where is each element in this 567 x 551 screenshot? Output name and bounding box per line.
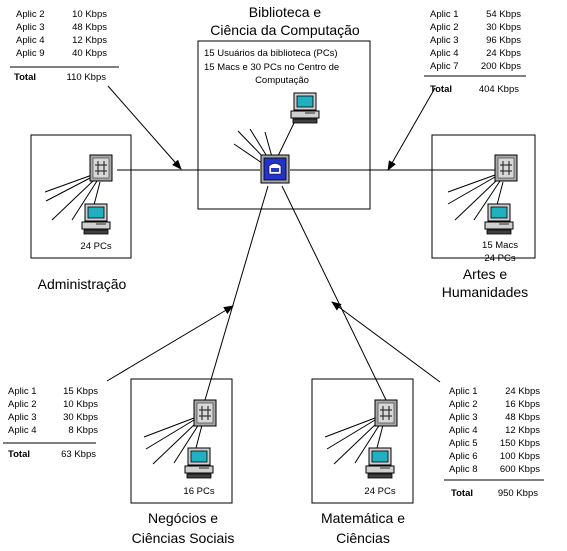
table-app: Aplic 5 [449, 438, 478, 449]
math-title-line1: Matemática e [321, 510, 405, 526]
table-rate: 8 Kbps [68, 425, 98, 436]
table-total-label: Total [451, 488, 473, 499]
arts-macs-label: 15 Macs [482, 240, 518, 251]
business-title-line2: Ciências Sociais [132, 530, 235, 546]
business-title-line1: Negócios e [148, 510, 218, 526]
table-app: Aplic 7 [430, 61, 459, 72]
math-box [311, 378, 414, 504]
admin-title: Administração [38, 276, 127, 292]
table-rate: 100 Kbps [500, 451, 540, 462]
table-total-label: Total [8, 449, 30, 460]
library-desc-line2: 15 Macs e 30 PCs no Centro de [204, 62, 339, 73]
table-app: Aplic 2 [430, 22, 459, 33]
arts-pcs-label: 24 PCs [484, 253, 515, 264]
library-box [197, 40, 371, 210]
table-rate: 24 Kbps [486, 48, 521, 59]
table-app: Aplic 1 [8, 386, 37, 397]
business-pcs-label: 16 PCs [183, 486, 214, 497]
admin-traffic-arrow [107, 85, 182, 170]
table-app: Aplic 2 [16, 9, 45, 20]
library-title-line1: Biblioteca e [249, 4, 322, 20]
table-rate: 96 Kbps [486, 35, 521, 46]
table-rate: 150 Kbps [500, 438, 540, 449]
admin-hub-icon [89, 154, 113, 182]
table-app: Aplic 8 [449, 464, 478, 475]
router-icon [260, 154, 290, 184]
table-app: Aplic 9 [16, 48, 45, 59]
table-app: Aplic 1 [449, 386, 478, 397]
math-link [281, 185, 387, 401]
table-app: Aplic 3 [16, 22, 45, 33]
arts-title-line2: Humanidades [442, 284, 528, 300]
table-app: Aplic 1 [430, 9, 459, 20]
business-box [130, 378, 233, 504]
table-rate: 48 Kbps [72, 22, 107, 33]
table-total-value: 404 Kbps [479, 84, 519, 95]
table-app: Aplic 2 [8, 399, 37, 410]
table-app: Aplic 2 [449, 399, 478, 410]
arts-box [431, 134, 536, 259]
library-desc-line1: 15 Usuários da biblioteca (PCs) [204, 48, 338, 59]
math-pcs-label: 24 PCs [364, 486, 395, 497]
admin-app-table: Aplic 2 10 Kbps Aplic 3 48 Kbps Aplic 4 … [10, 9, 119, 83]
table-app: Aplic 4 [449, 425, 478, 436]
table-app: Aplic 4 [430, 48, 459, 59]
admin-pc-icon [81, 203, 111, 235]
table-rate: 12 Kbps [72, 35, 107, 46]
table-rate: 40 Kbps [72, 48, 107, 59]
table-rate: 48 Kbps [505, 412, 540, 423]
business-pc-icon [184, 447, 214, 479]
business-hub-icon [193, 399, 217, 427]
table-rate: 54 Kbps [486, 9, 521, 20]
table-total-label: Total [14, 72, 36, 83]
library-title-line2: Ciência da Computação [210, 22, 360, 38]
math-app-table: Aplic 1 24 Kbps Aplic 2 16 Kbps Aplic 3 … [444, 386, 544, 499]
arts-traffic-arrow [387, 87, 436, 171]
table-total-value: 63 Kbps [61, 449, 96, 460]
library-pc-icon [290, 92, 320, 124]
table-rate: 30 Kbps [63, 412, 98, 423]
business-app-table: Aplic 1 15 Kbps Aplic 2 10 Kbps Aplic 3 … [3, 386, 98, 460]
table-app: Aplic 6 [449, 451, 478, 462]
business-link [204, 185, 269, 401]
admin-pcs-label: 24 PCs [80, 241, 111, 252]
math-pc-icon [365, 447, 395, 479]
table-total-label: Total [430, 84, 452, 95]
arts-title-line1: Artes e [463, 266, 508, 282]
table-app: Aplic 3 [8, 412, 37, 423]
math-hub-icon [374, 399, 398, 427]
arts-hub-icon [494, 154, 518, 182]
math-traffic-arrow [331, 301, 441, 383]
table-rate: 16 Kbps [505, 399, 540, 410]
table-total-value: 110 Kbps [67, 72, 107, 83]
table-app: Aplic 3 [449, 412, 478, 423]
table-rate: 30 Kbps [486, 22, 521, 33]
table-rate: 12 Kbps [505, 425, 540, 436]
admin-box [30, 134, 132, 259]
table-total-value: 950 Kbps [498, 488, 538, 499]
table-app: Aplic 3 [430, 35, 459, 46]
table-rate: 600 Kbps [500, 464, 540, 475]
table-rate: 24 Kbps [505, 386, 540, 397]
library-desc-line3: Computação [255, 75, 309, 86]
table-app: Aplic 4 [16, 35, 45, 46]
table-rate: 10 Kbps [72, 9, 107, 20]
table-rate: 15 Kbps [63, 386, 98, 397]
table-app: Aplic 4 [8, 425, 37, 436]
arts-pc-icon [484, 203, 514, 235]
arts-app-table: Aplic 1 54 Kbps Aplic 2 30 Kbps Aplic 3 … [424, 9, 526, 95]
table-rate: 200 Kbps [481, 61, 521, 72]
table-rate: 10 Kbps [63, 399, 98, 410]
math-title-line2: Ciências [336, 530, 390, 546]
business-traffic-arrow [106, 305, 234, 382]
